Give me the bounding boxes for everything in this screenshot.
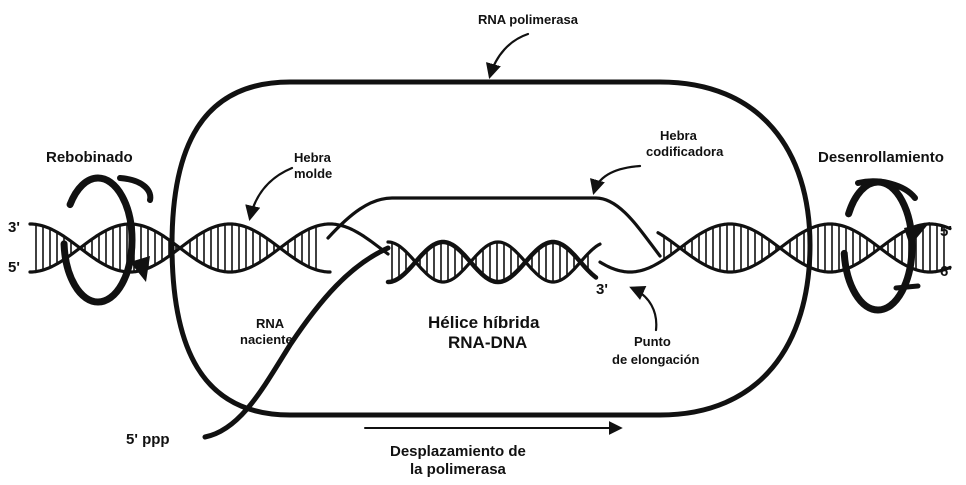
elongation-point-label: Punto bbox=[634, 334, 671, 349]
rna-5-end-label: 5' ppp bbox=[126, 431, 170, 448]
hybrid-helix-label: Hélice híbrida bbox=[428, 313, 540, 332]
right-top-end-label: 5' bbox=[940, 223, 952, 240]
rewinding-arrow-icon bbox=[64, 178, 150, 302]
template-strand-pointer-arrow bbox=[250, 168, 292, 218]
coding-strand-label-2: codificadora bbox=[646, 144, 724, 159]
displacement-label: Desplazamiento de bbox=[390, 443, 526, 460]
rna-3-end-label: 3' bbox=[596, 281, 608, 298]
coding-strand-pointer-arrow bbox=[594, 166, 640, 192]
unwinding-label: Desenrollamiento bbox=[818, 149, 944, 166]
hybrid-helix-rungs bbox=[392, 242, 588, 282]
left-top-end-label: 3' bbox=[8, 219, 20, 236]
nascent-rna-label-2: naciente bbox=[240, 332, 293, 347]
displacement-label-2: la polimerasa bbox=[410, 461, 507, 478]
nascent-rna-label: RNA bbox=[256, 316, 285, 331]
right-bottom-end-label: 6' bbox=[940, 263, 952, 280]
template-strand-label-2: molde bbox=[294, 166, 332, 181]
rna-polymerase-label: RNA polimerasa bbox=[478, 12, 579, 27]
elongation-point-label-2: de elongación bbox=[612, 352, 699, 367]
elongation-point-pointer-arrow bbox=[632, 288, 656, 330]
rewinding-label: Rebobinado bbox=[46, 149, 133, 166]
hybrid-helix-label-2: RNA-DNA bbox=[448, 333, 527, 352]
unwinding-arrow-icon bbox=[844, 181, 930, 310]
nascent-rna-tail bbox=[205, 248, 388, 437]
template-strand-label: Hebra bbox=[294, 150, 332, 165]
coding-strand-label: Hebra bbox=[660, 128, 698, 143]
left-bottom-end-label: 5' bbox=[8, 259, 20, 276]
polymerase-pointer-arrow bbox=[490, 34, 528, 76]
